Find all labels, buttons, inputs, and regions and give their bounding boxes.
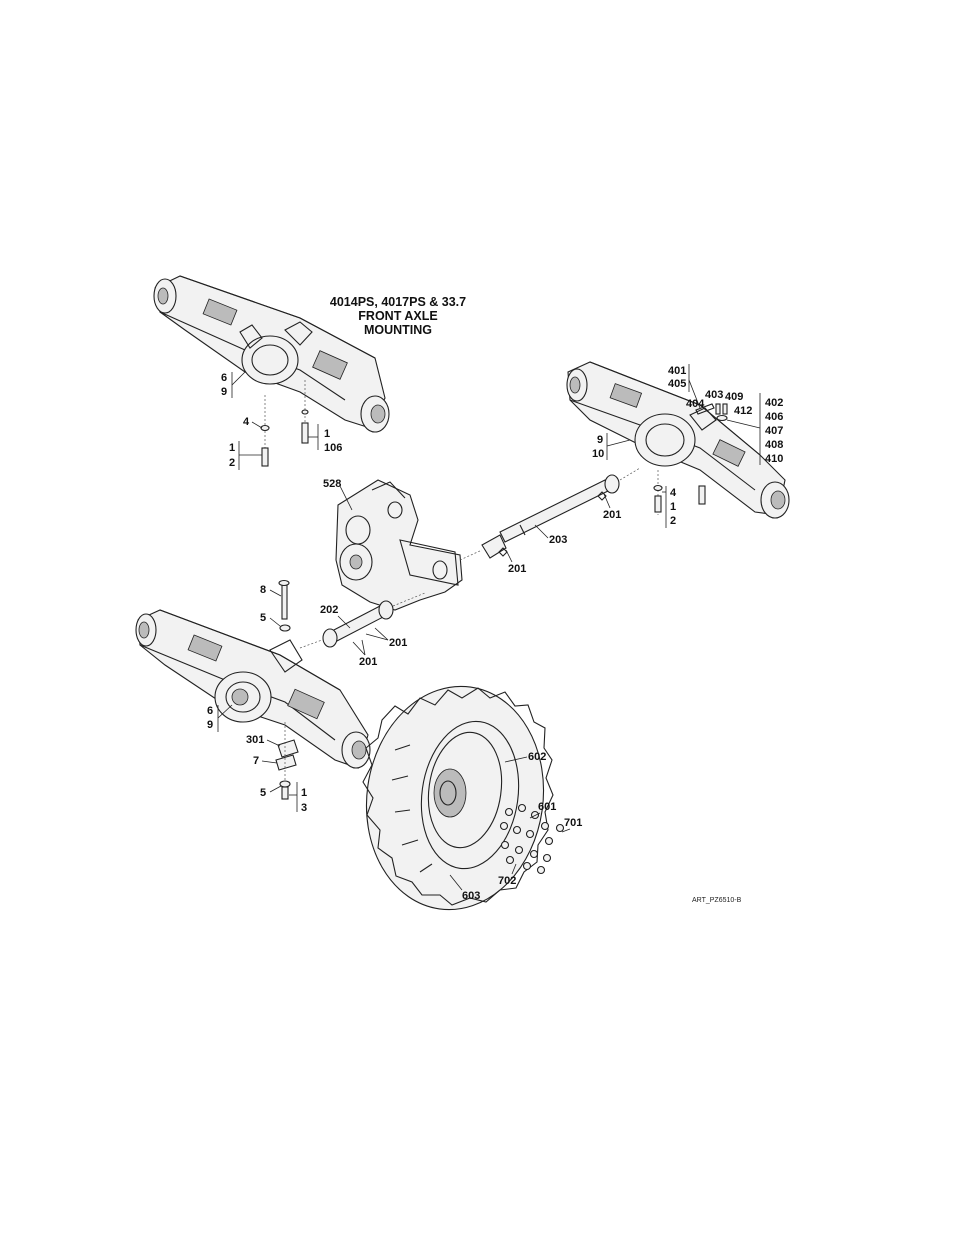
title-line-2: FRONT AXLE	[358, 309, 437, 323]
plate-icon	[276, 755, 296, 770]
washer-icon	[280, 625, 290, 631]
callout-5: 5	[260, 612, 266, 624]
title-line-3: MOUNTING	[364, 323, 432, 337]
callout-2: 2	[670, 515, 676, 527]
callout-408: 408	[765, 439, 783, 451]
callout-407: 407	[765, 425, 783, 437]
washer-icon	[280, 781, 290, 787]
callout-6: 6	[221, 372, 227, 384]
callout-8: 8	[260, 584, 266, 596]
washer-icon	[654, 486, 662, 491]
bolt-icon	[716, 404, 720, 414]
callout-406: 406	[765, 411, 783, 423]
callout-1: 1	[229, 442, 235, 454]
callout-4: 4	[670, 487, 677, 499]
callout-1: 1	[301, 787, 307, 799]
callout-528: 528	[323, 478, 341, 490]
wheel-tire-assembly	[352, 675, 557, 921]
bolt-icon	[282, 583, 287, 619]
callout-401: 401	[668, 365, 686, 377]
callout-9: 9	[221, 386, 227, 398]
callout-602: 602	[528, 751, 546, 763]
plate-icon	[278, 740, 298, 757]
callout-201: 201	[603, 509, 621, 521]
callout-1: 1	[324, 428, 330, 440]
callout-403: 403	[705, 389, 723, 401]
bolt-icon	[302, 423, 308, 443]
art-reference-id: ART_PZ6510-B	[692, 897, 742, 904]
axle-bottom-fasteners	[276, 722, 298, 799]
callout-603: 603	[462, 890, 480, 902]
bolt-icon	[262, 448, 268, 466]
callout-9: 9	[597, 434, 603, 446]
callout-404: 404	[686, 398, 705, 410]
callout-701: 701	[564, 817, 582, 829]
callout-412: 412	[734, 405, 752, 417]
callout-201: 201	[359, 656, 377, 668]
bolt-icon	[699, 486, 705, 504]
callout-10: 10	[592, 448, 604, 460]
callout-702: 702	[498, 875, 516, 887]
callout-201: 201	[389, 637, 407, 649]
washer-icon	[261, 426, 269, 431]
callout-201: 201	[508, 563, 526, 575]
title-line-1: 4014PS, 4017PS & 33.7	[330, 295, 466, 309]
callout-2: 2	[229, 457, 235, 469]
callout-202: 202	[320, 604, 338, 616]
bolt-icon	[723, 404, 727, 414]
callout-6: 6	[207, 705, 213, 717]
callout-1: 1	[670, 501, 676, 513]
callout-7: 7	[253, 755, 259, 767]
callout-9: 9	[207, 719, 213, 731]
bolt-icon	[655, 496, 661, 512]
callout-106: 106	[324, 442, 342, 454]
washer-icon	[302, 410, 308, 414]
callout-203: 203	[549, 534, 567, 546]
callout-402: 402	[765, 397, 783, 409]
callout-301: 301	[246, 734, 264, 746]
callout-601: 601	[538, 801, 556, 813]
callout-409: 409	[725, 391, 743, 403]
callout-410: 410	[765, 453, 783, 465]
callout-405: 405	[668, 378, 686, 390]
diagram-title: 4014PS, 4017PS & 33.7 FRONT AXLE MOUNTIN…	[330, 295, 466, 337]
nut-icon	[282, 787, 288, 799]
callout-4: 4	[243, 416, 250, 428]
washer-icon	[717, 416, 727, 421]
callout-5: 5	[260, 787, 266, 799]
callout-3: 3	[301, 802, 307, 814]
transfer-gearbox-assembly	[336, 480, 462, 610]
